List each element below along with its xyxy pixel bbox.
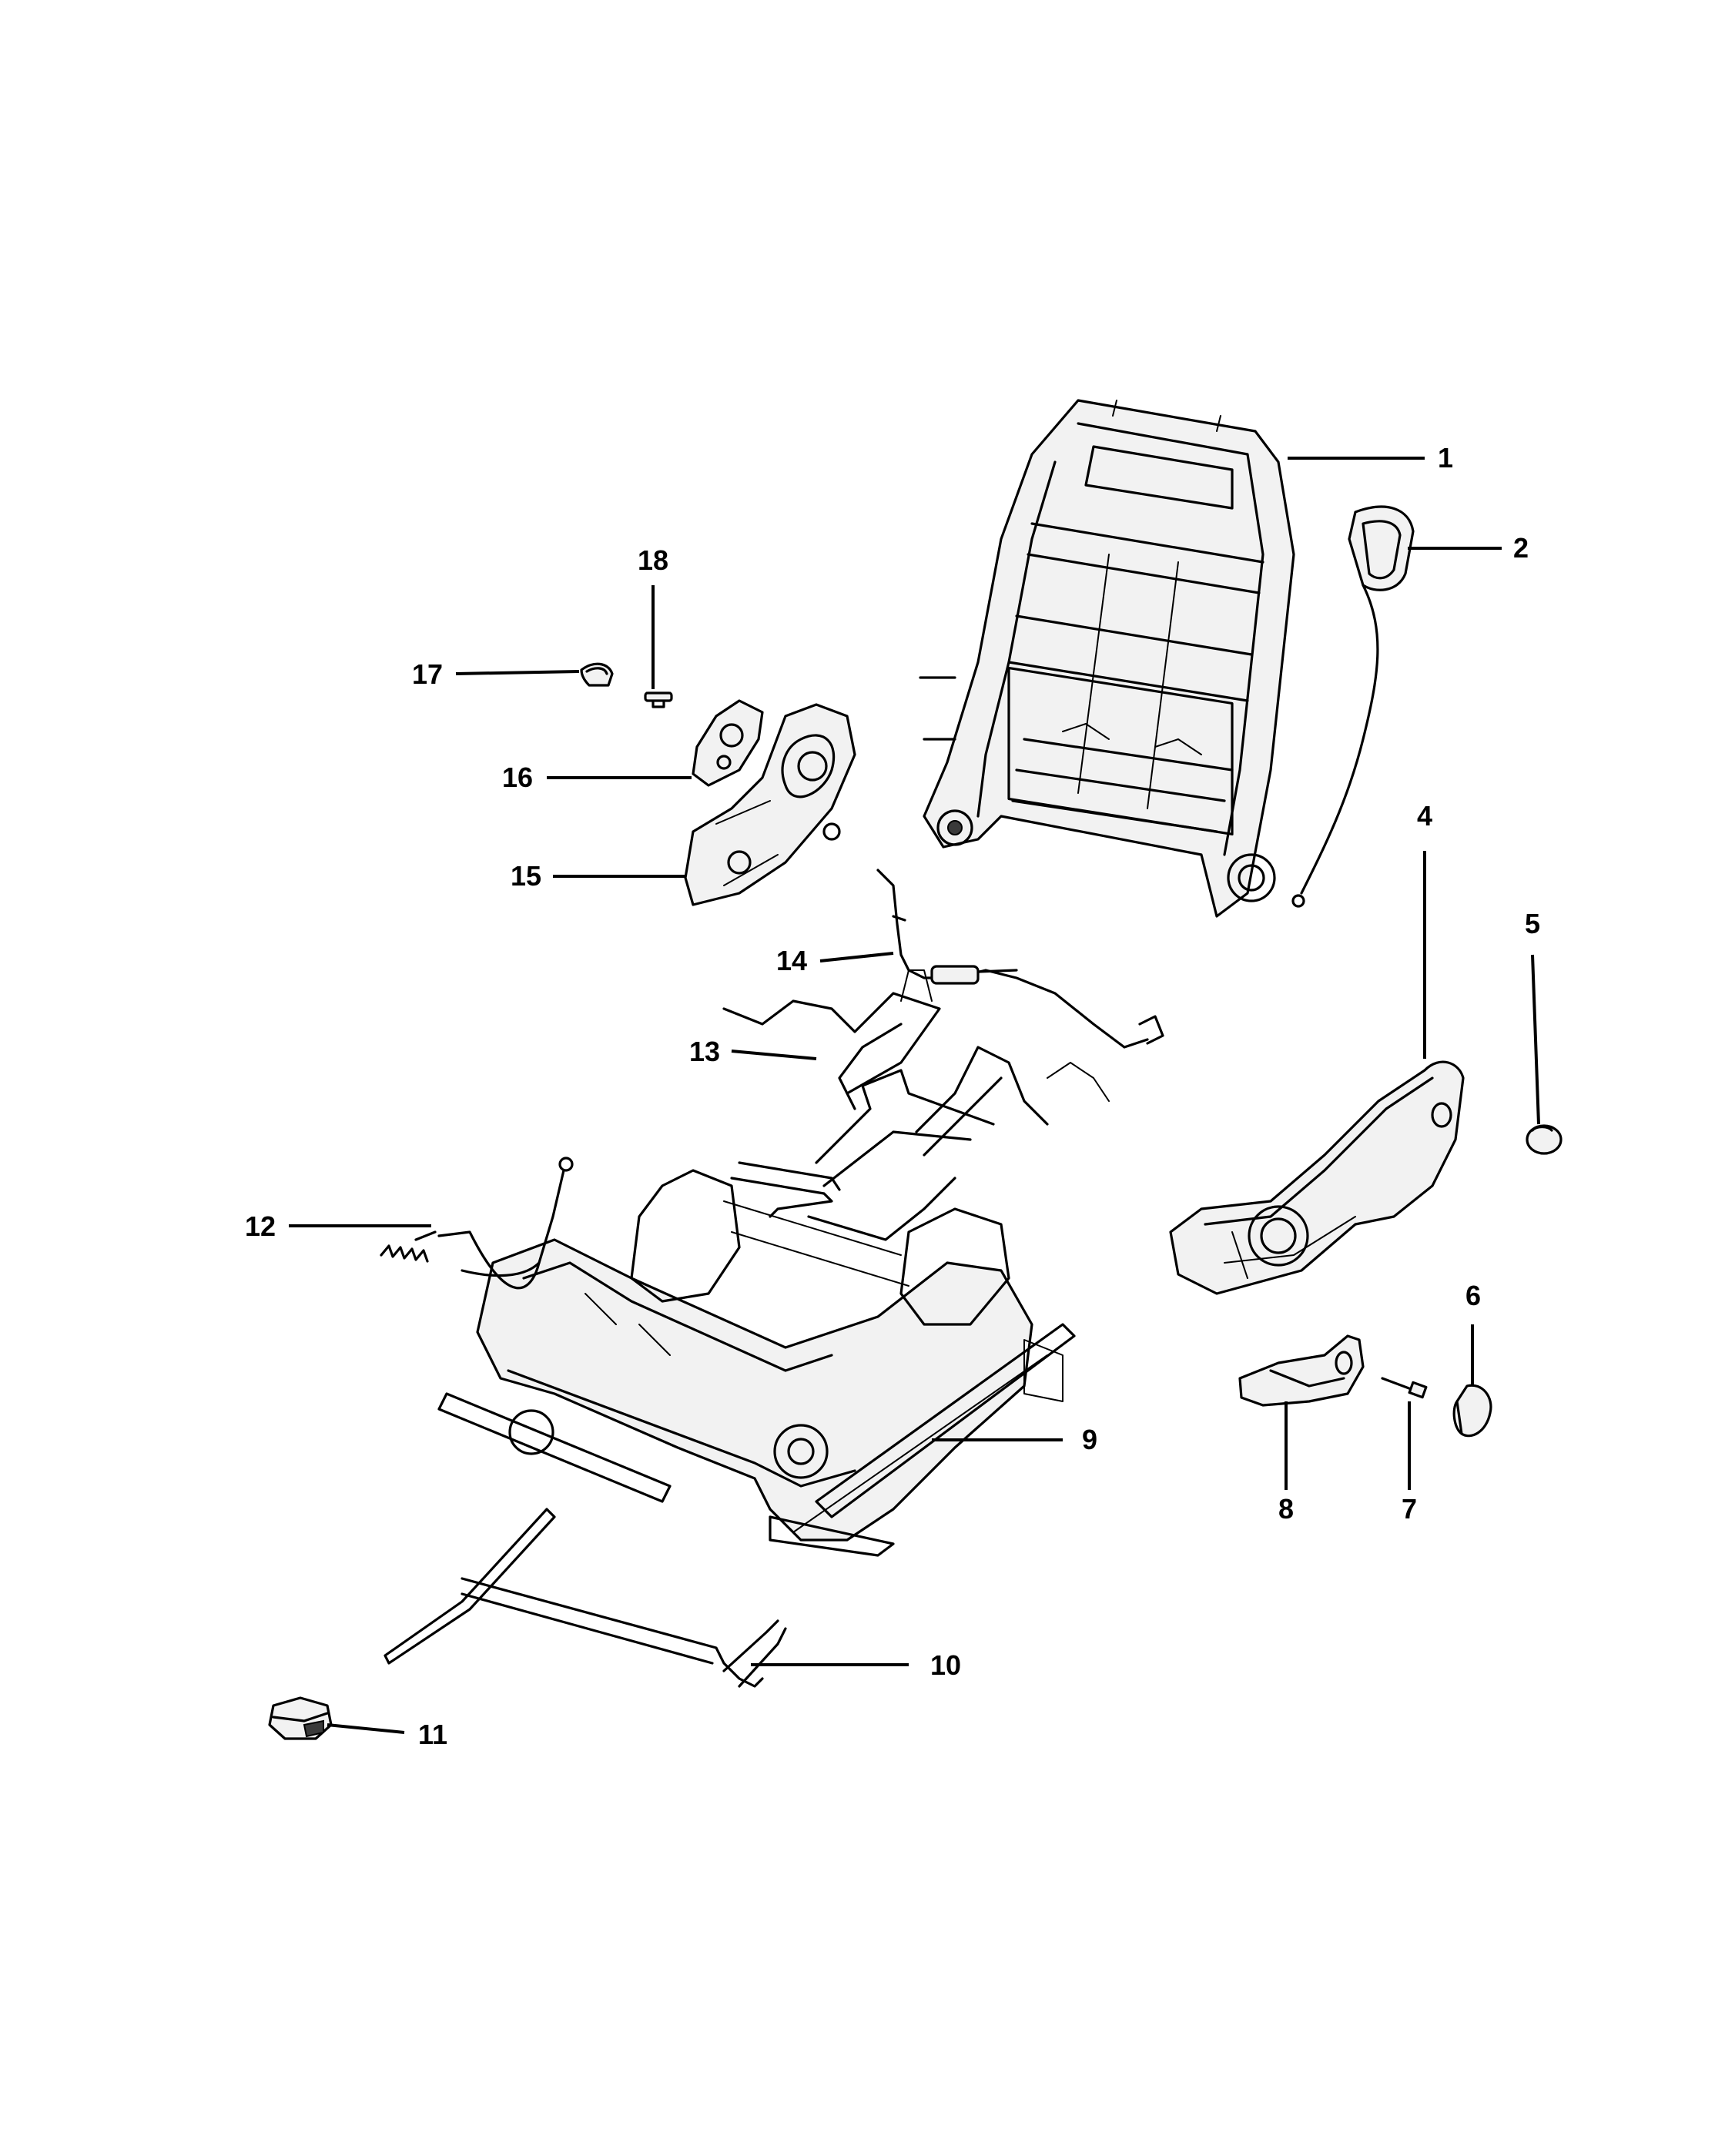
callout-labels: 1 2 4 5 6 7 8 9 10 11 12 13 14 15 16 17 … xyxy=(245,442,1540,1750)
leader-11 xyxy=(327,1723,405,1734)
part-12-release-cable xyxy=(380,1157,574,1290)
callout-6: 6 xyxy=(1465,1280,1481,1311)
callout-14: 14 xyxy=(776,945,807,976)
part-18-pin xyxy=(644,691,673,708)
part-10-torque-tube xyxy=(384,1508,787,1688)
part-9-cushion-frame-tracks xyxy=(437,1169,1076,1557)
part-5-cap xyxy=(1526,1124,1563,1155)
part-13-seat-springs xyxy=(722,969,1110,1241)
leader-13 xyxy=(731,1050,817,1060)
part-15-inner-side-shield xyxy=(684,703,856,906)
part-16-recliner-cover xyxy=(692,699,764,787)
leader-17 xyxy=(455,670,580,675)
callout-13: 13 xyxy=(689,1036,720,1067)
callout-4: 4 xyxy=(1417,800,1432,832)
part-7-screw xyxy=(1381,1377,1428,1399)
callout-5: 5 xyxy=(1525,908,1540,939)
callout-11: 11 xyxy=(418,1719,447,1750)
callout-17: 17 xyxy=(412,658,443,690)
leader-5 xyxy=(1531,954,1540,1125)
part-11-knob xyxy=(268,1696,333,1740)
callout-16: 16 xyxy=(502,762,533,793)
part-1-seat-back-frame xyxy=(919,399,1295,918)
callout-15: 15 xyxy=(511,860,541,892)
leader-14 xyxy=(819,952,894,962)
callout-9: 9 xyxy=(1082,1424,1097,1455)
part-2-recliner-handle-cable xyxy=(1291,505,1415,908)
callout-7: 7 xyxy=(1402,1493,1417,1525)
leader-lines xyxy=(289,457,1540,1734)
callout-12: 12 xyxy=(245,1210,276,1242)
callout-8: 8 xyxy=(1278,1493,1294,1525)
callout-2: 2 xyxy=(1513,532,1529,564)
callout-1: 1 xyxy=(1438,442,1453,474)
callout-18: 18 xyxy=(638,544,668,576)
part-8-handle-bezel xyxy=(1238,1334,1365,1407)
part-6-cover-cap xyxy=(1452,1384,1492,1438)
callout-10: 10 xyxy=(930,1649,961,1681)
part-17-clip xyxy=(580,662,614,687)
part-14-wire-harness xyxy=(876,869,1164,1049)
part-4-outer-side-shield xyxy=(1169,1060,1465,1295)
